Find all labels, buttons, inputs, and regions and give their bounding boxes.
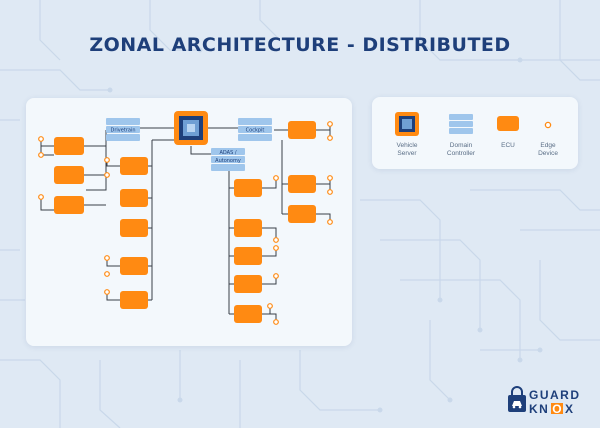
edge-device [104,157,110,163]
ecu-group [54,121,316,323]
link-server-adas [190,146,212,155]
edge-device [273,237,279,243]
edge-device-group [38,121,333,325]
edge-device [327,121,333,127]
legend-vehicle-server-line2: Server [397,150,417,157]
ecu [54,166,84,184]
ecu [54,196,84,214]
edge-device [327,219,333,225]
connection-lines [40,124,331,322]
legend-edge-device-icon [544,121,552,129]
ecu [288,121,316,139]
edge-device [273,245,279,251]
edge-device [273,175,279,181]
ecu [120,189,148,207]
ecu [234,275,262,293]
ecu [288,175,316,193]
ecu [120,257,148,275]
svg-text:O: O [552,402,563,416]
edge-device [38,136,44,142]
ecu [120,291,148,309]
edge-device [38,152,44,158]
adas-controller: ADAS / Autonomy [211,148,245,171]
drivetrain-left-bus [86,130,107,191]
legend-domain-controller-line1: Domain [449,142,473,149]
edge-device [38,194,44,200]
svg-text:KN: KN [529,402,549,416]
legend-vehicle-server-label: Vehicle Server [385,142,429,158]
edge-device [267,303,273,309]
vehicle-server [174,111,208,145]
legend-domain-controller-icon [449,114,473,134]
ecu [120,219,148,237]
edge-device [104,255,110,261]
edge-device [104,172,110,178]
legend-vehicle-server-icon [395,112,419,136]
adas-label-line2: Autonomy [215,158,241,164]
adas-label-line1: ADAS / [219,150,236,156]
legend-ecu-label: ECU [501,142,515,149]
guardknox-logo: GUARD KN O X [508,386,581,416]
cockpit-controller: Cockpit [238,118,272,141]
edge-device [104,289,110,295]
ecu [234,179,262,197]
legend-edge-device-line1: Edge [540,142,556,149]
svg-text:X: X [565,402,575,416]
edge-device [327,175,333,181]
edge-device [327,189,333,195]
legend-domain-controller-label: Domain Controller [437,142,485,158]
legend-domain-controller-line2: Controller [446,150,476,157]
drivetrain-label: Drivetrain [111,128,136,134]
ecu [288,205,316,223]
edge-device [273,273,279,279]
ecu [234,247,262,265]
legend-vehicle-server-line1: Vehicle [396,142,418,149]
ecu [54,137,84,155]
ecu [234,305,262,323]
legend-ecu-icon [497,116,519,131]
cockpit-label: Cockpit [246,128,265,134]
drivetrain-controller: Drivetrain [106,118,140,141]
edge-device [273,319,279,325]
ecu [234,219,262,237]
svg-text:GUARD: GUARD [529,388,581,402]
legend-edge-device-label: Edge Device [532,142,564,158]
page-title: ZONAL ARCHITECTURE - DISTRIBUTED [89,34,511,56]
edge-device [104,271,110,277]
ecu [120,157,148,175]
edge-device [327,135,333,141]
legend-edge-device-line2: Device [538,150,558,157]
